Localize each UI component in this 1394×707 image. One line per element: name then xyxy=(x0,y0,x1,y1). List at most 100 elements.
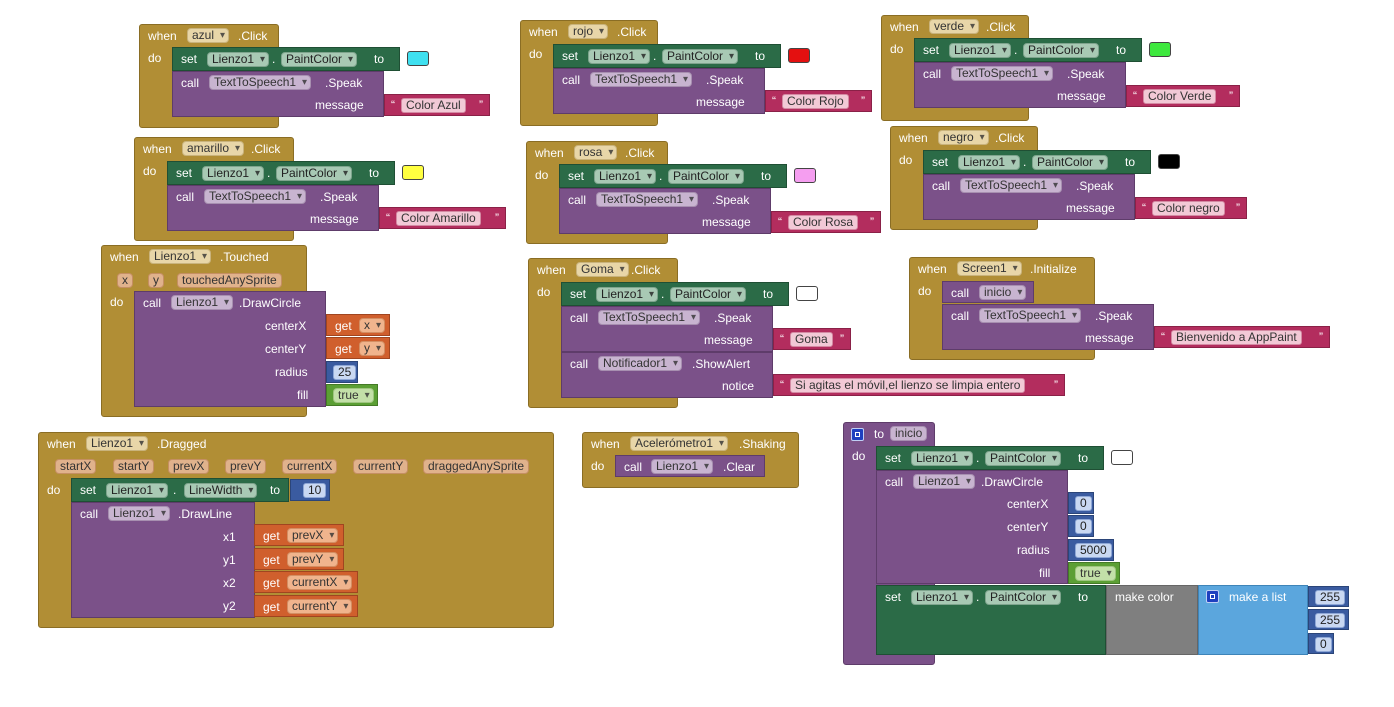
param-dragged-any-sprite[interactable]: draggedAnySprite xyxy=(423,459,530,474)
boolean-dropdown[interactable]: true xyxy=(333,388,374,403)
get-x-block[interactable]: get x xyxy=(326,314,390,336)
tts-dropdown[interactable]: TextToSpeech1 xyxy=(960,178,1063,193)
target-dropdown[interactable]: Lienzo1 xyxy=(596,287,659,302)
notifier-dropdown[interactable]: Notificador1 xyxy=(598,356,683,371)
call-clear-block[interactable]: call Lienzo1 .Clear xyxy=(615,455,765,477)
call-speak-block[interactable]: call TextToSpeech1 .Speak message xyxy=(942,304,1154,350)
proc-dropdown[interactable]: inicio xyxy=(979,285,1027,300)
procedure-name[interactable]: inicio xyxy=(890,426,928,441)
tts-dropdown[interactable]: TextToSpeech1 xyxy=(209,75,312,90)
text-value[interactable]: Bienvenido a AppPaint xyxy=(1171,330,1302,345)
component-dropdown[interactable]: Lienzo1 xyxy=(149,249,212,264)
set-paintcolor-block[interactable]: set Lienzo1 . PaintColor to xyxy=(172,47,400,71)
get-prevx-block[interactable]: get prevX xyxy=(254,524,344,546)
text-block[interactable]: “ Color Verde ” xyxy=(1126,85,1240,107)
get-currenty-block[interactable]: get currentY xyxy=(254,595,358,617)
property-dropdown[interactable]: PaintColor xyxy=(985,451,1062,466)
tts-dropdown[interactable]: TextToSpeech1 xyxy=(598,310,701,325)
centery-value[interactable]: 0 xyxy=(1075,519,1092,534)
text-value[interactable]: Goma xyxy=(790,332,833,347)
set-paintcolor-block[interactable]: set Lienzo1 . PaintColor to xyxy=(914,38,1142,62)
fill-boolean-block[interactable]: true xyxy=(326,384,378,406)
get-currentx-block[interactable]: get currentX xyxy=(254,571,358,593)
mutator-gear-icon[interactable] xyxy=(851,428,864,441)
component-dropdown[interactable]: Goma xyxy=(576,262,629,277)
property-dropdown[interactable]: PaintColor xyxy=(276,166,353,181)
call-showalert-block[interactable]: call Notificador1 .ShowAlert notice xyxy=(561,352,773,398)
centerx-value[interactable]: 0 xyxy=(1075,496,1092,511)
set-paintcolor-block[interactable]: set Lienzo1 . PaintColor to xyxy=(876,446,1104,470)
property-dropdown[interactable]: PaintColor xyxy=(281,52,358,67)
get-prevy-block[interactable]: get prevY xyxy=(254,548,344,570)
text-block[interactable]: “ Color Amarillo ” xyxy=(379,207,506,229)
tts-dropdown[interactable]: TextToSpeech1 xyxy=(979,308,1082,323)
text-value[interactable]: Color Azul xyxy=(401,98,466,113)
color-swatch-white[interactable] xyxy=(1111,450,1133,465)
text-value[interactable]: Color Rojo xyxy=(782,94,849,109)
property-dropdown[interactable]: PaintColor xyxy=(668,169,745,184)
component-dropdown[interactable]: Acelerómetro1 xyxy=(630,436,729,451)
color-swatch-red[interactable] xyxy=(788,48,810,63)
target-dropdown[interactable]: Lienzo1 xyxy=(106,483,169,498)
text-block[interactable]: “ Bienvenido a AppPaint ” xyxy=(1154,326,1330,348)
get-dropdown[interactable]: currentX xyxy=(287,575,353,590)
call-drawcircle-block[interactable]: call Lienzo1 .DrawCircle centerX centerY… xyxy=(134,291,326,407)
linewidth-value[interactable]: 10 xyxy=(303,483,327,498)
call-speak-block[interactable]: call TextToSpeech1 .Speak message xyxy=(559,188,771,234)
radius-number-block[interactable]: 25 xyxy=(326,361,358,383)
component-dropdown[interactable]: azul xyxy=(187,28,230,43)
radius-value[interactable]: 5000 xyxy=(1075,543,1112,558)
set-paintcolor-block[interactable]: set Lienzo1 . PaintColor to xyxy=(559,164,787,188)
mutator-gear-icon[interactable] xyxy=(1206,590,1219,603)
target-dropdown[interactable]: Lienzo1 xyxy=(588,49,651,64)
set-paintcolor-block[interactable]: set Lienzo1 . PaintColor to xyxy=(167,161,395,185)
param-currenty[interactable]: currentY xyxy=(353,459,409,474)
tts-dropdown[interactable]: TextToSpeech1 xyxy=(596,192,699,207)
component-dropdown[interactable]: negro xyxy=(938,130,989,145)
green-value[interactable]: 255 xyxy=(1315,613,1346,628)
text-block[interactable]: “ Goma ” xyxy=(773,328,851,350)
property-dropdown[interactable]: PaintColor xyxy=(1032,155,1109,170)
call-drawcircle-block[interactable]: call Lienzo1 .DrawCircle centerX centerY… xyxy=(876,470,1068,584)
text-block[interactable]: “ Color Rosa ” xyxy=(771,211,881,233)
call-speak-block[interactable]: call TextToSpeech1 .Speak message xyxy=(561,306,773,352)
color-swatch-black[interactable] xyxy=(1158,154,1180,169)
green-number-block[interactable]: 255 xyxy=(1308,609,1349,630)
param-starty[interactable]: startY xyxy=(113,459,155,474)
canvas-dropdown[interactable]: Lienzo1 xyxy=(913,474,976,489)
tts-dropdown[interactable]: TextToSpeech1 xyxy=(204,189,307,204)
property-dropdown[interactable]: PaintColor xyxy=(670,287,747,302)
text-value[interactable]: Color Amarillo xyxy=(396,211,481,226)
centerx-number-block[interactable]: 0 xyxy=(1068,492,1094,514)
notice-text-block[interactable]: “ Si agitas el móvil,el lienzo se limpia… xyxy=(773,374,1065,396)
radius-value[interactable]: 25 xyxy=(333,365,357,380)
target-dropdown[interactable]: Lienzo1 xyxy=(594,169,657,184)
param-touched-any-sprite[interactable]: touchedAnySprite xyxy=(177,273,282,288)
set-paintcolor-block[interactable]: set Lienzo1 . PaintColor to xyxy=(553,44,781,68)
call-drawline-block[interactable]: call Lienzo1 .DrawLine x1 y1 x2 y2 xyxy=(71,502,255,618)
component-dropdown[interactable]: verde xyxy=(929,19,980,34)
centery-number-block[interactable]: 0 xyxy=(1068,515,1094,537)
linewidth-number-block[interactable]: 10 xyxy=(290,479,330,501)
get-dropdown[interactable]: y xyxy=(359,341,385,356)
call-speak-block[interactable]: call TextToSpeech1 .Speak message xyxy=(914,62,1126,108)
color-swatch-green[interactable] xyxy=(1149,42,1171,57)
boolean-dropdown[interactable]: true xyxy=(1075,566,1116,581)
call-speak-block[interactable]: call TextToSpeech1 .Speak message xyxy=(553,68,765,114)
component-dropdown[interactable]: Screen1 xyxy=(957,261,1022,276)
get-dropdown[interactable]: prevX xyxy=(287,528,339,543)
call-speak-block[interactable]: call TextToSpeech1 .Speak message xyxy=(167,185,379,231)
set-paintcolor-block[interactable]: set Lienzo1 . PaintColor to xyxy=(923,150,1151,174)
set-linewidth-block[interactable]: set Lienzo1 . LineWidth to xyxy=(71,478,289,502)
param-prevx[interactable]: prevX xyxy=(168,459,210,474)
component-dropdown[interactable]: rojo xyxy=(568,24,609,39)
call-speak-block[interactable]: call TextToSpeech1 .Speak message xyxy=(923,174,1135,220)
call-speak-block[interactable]: call TextToSpeech1 .Speak message xyxy=(172,71,384,117)
get-dropdown[interactable]: prevY xyxy=(287,552,339,567)
red-number-block[interactable]: 255 xyxy=(1308,586,1349,607)
red-value[interactable]: 255 xyxy=(1315,590,1346,605)
canvas-dropdown[interactable]: Lienzo1 xyxy=(108,506,171,521)
get-y-block[interactable]: get y xyxy=(326,337,390,359)
target-dropdown[interactable]: Lienzo1 xyxy=(958,155,1021,170)
canvas-dropdown[interactable]: Lienzo1 xyxy=(651,459,714,474)
